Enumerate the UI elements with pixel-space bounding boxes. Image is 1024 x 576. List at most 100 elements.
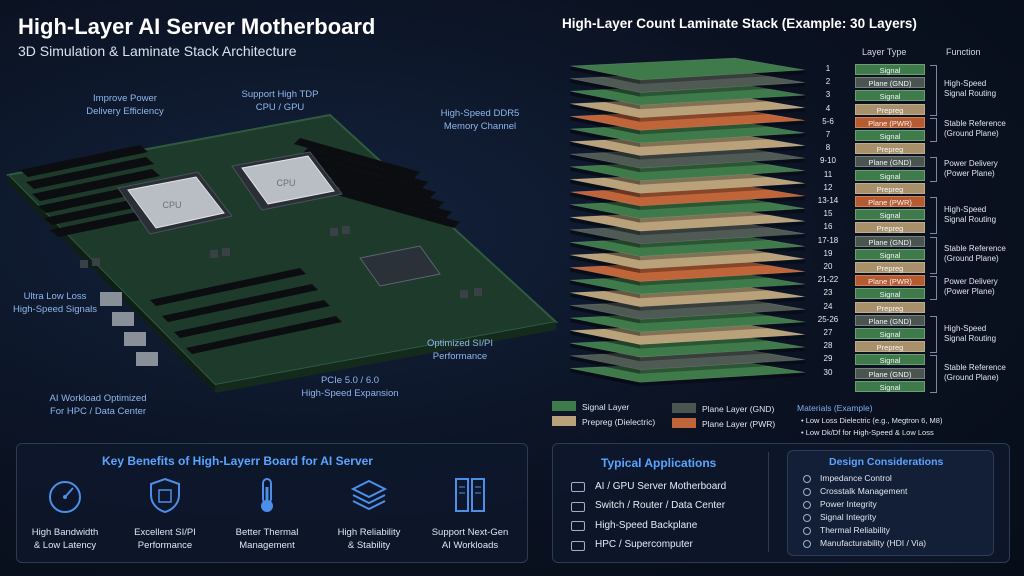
backplane-icon xyxy=(571,521,585,531)
layer-number: 24 xyxy=(823,301,833,311)
shield-chip-icon xyxy=(150,477,180,514)
layer-number: 13-14 xyxy=(817,196,839,205)
layer-number: 3 xyxy=(825,90,831,100)
layer-number: 19 xyxy=(823,248,833,258)
panel-divider xyxy=(768,452,769,552)
application-item-1: AI / GPU Server Motherboard xyxy=(595,481,727,492)
layer-number: 4 xyxy=(825,103,831,113)
layer-type-signal: Signal xyxy=(855,288,925,300)
cpu-socket-2: CPU xyxy=(231,151,343,211)
key-benefits-title: Key Benefits of High-Layerr Board for AI… xyxy=(102,454,373,468)
layer-type-gnd: Plane (GND) xyxy=(855,77,925,89)
function-label: High-Speed Signal Routing xyxy=(944,204,997,224)
layer-number: 20 xyxy=(823,262,833,271)
io-ports xyxy=(100,292,158,366)
layer-number: 2 xyxy=(825,77,831,87)
layer-number: 21-22 xyxy=(817,275,839,285)
layer-type-prepreg: Prepreg xyxy=(855,341,925,353)
motherboard-illustration: CPU CPU xyxy=(5,113,559,393)
function-label: Stable Reference (Ground Plane) xyxy=(944,118,1006,138)
function-brace xyxy=(930,236,937,274)
function-brace xyxy=(930,355,937,393)
layer-type-gnd: Plane (GND) xyxy=(855,235,925,247)
callout-ai-workload: AI Workload Optimized For HPC / Data Cen… xyxy=(49,393,147,417)
benefit-label: Better Thermal Management xyxy=(235,527,299,551)
layer-type-pwr: Plane (PWR) xyxy=(855,275,925,287)
check-icon xyxy=(803,501,811,509)
layer-number: 1 xyxy=(825,64,831,73)
design-item: Crosstalk Management xyxy=(820,486,908,496)
cpu-socket-1: CPU xyxy=(117,171,233,235)
check-icon xyxy=(803,527,811,535)
layer-number: 28 xyxy=(823,341,833,351)
function-label: High-Speed Signal Routing xyxy=(944,323,997,343)
layer-number: 27 xyxy=(823,328,833,337)
gauge-icon xyxy=(49,481,81,513)
layer-number: 5-6 xyxy=(822,116,834,126)
stack-title: High-Layer Count Laminate Stack (Example… xyxy=(562,16,917,31)
function-label: High-Speed Signal Routing xyxy=(944,79,997,99)
legend-label-prepreg: Prepreg (Dielectric) xyxy=(582,417,656,427)
benefit-label: High Reliability & Stability xyxy=(337,527,401,551)
materials-item-1: • Low Loss Dielectric (e.g., Megtron 6, … xyxy=(801,416,943,425)
callout-pcie: PCIe 5.0 / 6.0 High-Speed Expansion xyxy=(301,375,399,399)
function-brace xyxy=(930,65,937,116)
layer-type-signal: Signal xyxy=(855,328,925,339)
cpu-label-2: CPU xyxy=(276,178,295,188)
function-label: Stable Reference (Ground Plane) xyxy=(944,244,1006,264)
callout-ddr5: High-Speed DDR5 Memory Channel xyxy=(440,108,520,132)
function-brace xyxy=(930,157,937,182)
layer-number: 29 xyxy=(823,354,833,364)
function-brace xyxy=(930,276,937,301)
design-title: Design Considerations xyxy=(829,456,944,468)
benefit-bandwidth: High Bandwidth & Low Latency xyxy=(17,475,113,552)
layer-number: 15 xyxy=(823,209,833,219)
stack-slab-signal xyxy=(569,57,806,84)
legend-label-signal: Signal Layer xyxy=(582,402,630,412)
layer-number: 25-26 xyxy=(817,314,839,324)
benefit-reliability: High Reliability & Stability xyxy=(321,475,417,552)
check-icon xyxy=(803,514,811,522)
layer-type-prepreg: Prepreg xyxy=(855,103,925,115)
layers-icon xyxy=(350,479,388,511)
benefit-next-gen: Support Next-Gen AI Workloads xyxy=(422,475,518,552)
applications-title: Typical Applications xyxy=(601,456,717,470)
layer-type-gnd: Plane (GND) xyxy=(855,367,925,379)
function-brace xyxy=(930,197,937,235)
materials-title: Materials (Example) xyxy=(797,403,873,413)
server-rack-icon xyxy=(455,478,485,512)
layer-type-signal: Signal xyxy=(855,380,925,392)
application-item-3: High-Speed Backplane xyxy=(595,520,698,531)
layer-type-prepreg: Prepreg xyxy=(855,182,925,194)
cpu-label-1: CPU xyxy=(162,200,181,210)
legend-swatch-signal xyxy=(552,401,576,411)
layer-number: 11 xyxy=(823,169,833,179)
benefit-thermal: Better Thermal Management xyxy=(219,475,315,552)
page-title: High-Layer AI Server Motherboard xyxy=(18,14,376,39)
supercomputer-icon xyxy=(571,541,585,551)
benefit-label: Excellent SI/PI Performance xyxy=(134,527,196,551)
layer-number: 23 xyxy=(823,288,833,298)
function-label: Stable Reference (Ground Plane) xyxy=(944,363,1006,383)
layer-number: 12 xyxy=(823,182,833,192)
server-board-icon xyxy=(571,482,585,492)
function-label: Power Delivery (Power Plane) xyxy=(944,158,998,178)
layer-type-gnd: Plane (GND) xyxy=(855,314,925,326)
check-icon xyxy=(803,540,811,548)
layer-type-prepreg: Prepreg xyxy=(855,262,925,273)
layer-number: 16 xyxy=(823,222,833,232)
layer-type-pwr: Plane (PWR) xyxy=(855,196,925,207)
layer-number: 7 xyxy=(825,130,831,139)
benefit-label: High Bandwidth & Low Latency xyxy=(31,527,99,551)
layer-type-prepreg: Prepreg xyxy=(855,143,925,155)
design-item: Signal Integrity xyxy=(820,512,877,522)
layer-type-prepreg: Prepreg xyxy=(855,222,925,234)
layer-number: 8 xyxy=(825,143,831,153)
legend-label-gnd: Plane Layer (GND) xyxy=(702,404,775,414)
memory-slots-right xyxy=(294,138,460,228)
benefit-si-pi: Excellent SI/PI Performance xyxy=(117,475,213,552)
callout-power-delivery: Improve Power Delivery Efficiency xyxy=(86,93,164,117)
materials-item-2: • Low Dk/Df for High-Speed & Low Loss xyxy=(801,428,934,437)
layer-type-signal: Signal xyxy=(855,90,925,102)
layer-number: 9-10 xyxy=(819,156,836,166)
